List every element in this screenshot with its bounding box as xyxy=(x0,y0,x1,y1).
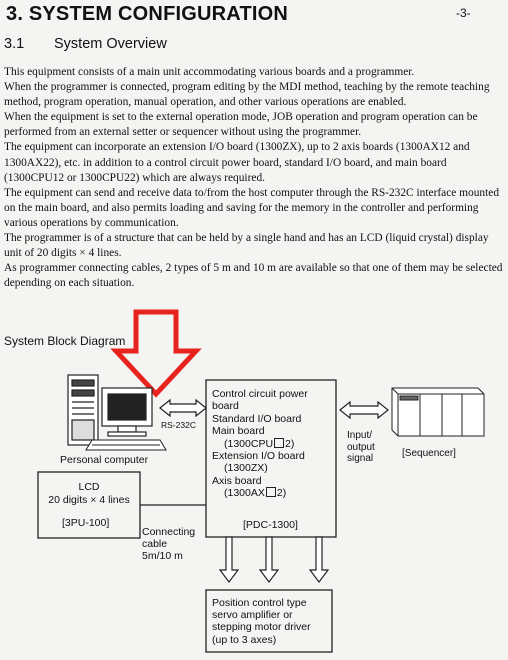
paragraph: When the equipment is set to the externa… xyxy=(4,111,478,139)
rs232c-double-arrow xyxy=(159,398,207,418)
paragraph: This equipment consists of a main unit a… xyxy=(4,66,415,78)
io-signal-label: Input/ output signal xyxy=(347,430,375,464)
placeholder-box-icon xyxy=(265,487,276,498)
placeholder-box-icon xyxy=(274,437,285,448)
subsection-heading: 3.1 System Overview xyxy=(4,36,167,52)
lcd-name: [3PU-100] xyxy=(62,517,110,529)
paragraph: The equipment can send and receive data … xyxy=(4,186,500,229)
cable-label: Connecting cable 5m/10 m xyxy=(142,526,196,562)
paragraph: When the programmer is connected, progra… xyxy=(4,81,490,109)
extension-line: (1300ZX) xyxy=(224,462,268,475)
paragraph: As programmer connecting cables, 2 types… xyxy=(4,262,503,290)
body-text: This equipment consists of a main unit a… xyxy=(4,65,504,291)
section-title: 3. SYSTEM CONFIGURATION xyxy=(6,3,289,25)
personal-computer-label: Personal computer xyxy=(60,454,149,466)
io-double-arrow xyxy=(339,400,389,420)
extension-line: Axis board xyxy=(212,474,262,487)
main-unit-name: [PDC-1300] xyxy=(243,519,298,531)
paragraph: The programmer is of a structure that ca… xyxy=(4,232,489,260)
driver-label: Position control type servo amplifier or… xyxy=(212,597,311,646)
paragraph: The equipment can incorporate an extensi… xyxy=(4,141,470,184)
subsection-number: 3.1 xyxy=(4,36,25,52)
extension-line: Extension I/O board xyxy=(212,450,305,463)
main-unit-line: Control circuit power xyxy=(212,388,308,400)
lcd-label: LCD 20 digits × 4 lines xyxy=(48,481,130,506)
sequencer-icon xyxy=(391,387,485,437)
subsection-title: System Overview xyxy=(54,36,167,52)
diagram-title: System Block Diagram xyxy=(4,334,126,348)
rs232c-label: RS-232C xyxy=(161,420,196,430)
computer-tower-icon xyxy=(67,374,99,446)
main-unit-line: board xyxy=(212,400,239,413)
main-unit-contents: Control circuit power board Standard I/O… xyxy=(212,388,308,500)
main-unit-line: Standard I/O board xyxy=(212,412,302,425)
monitor-icon xyxy=(101,387,153,437)
keyboard-icon xyxy=(85,439,167,451)
axis-output-arrows xyxy=(218,536,330,583)
highlight-arrow xyxy=(110,309,202,398)
main-unit-line: Main board xyxy=(212,425,265,438)
sequencer-label: [Sequencer] xyxy=(402,448,456,459)
page-number: -3- xyxy=(456,6,471,20)
